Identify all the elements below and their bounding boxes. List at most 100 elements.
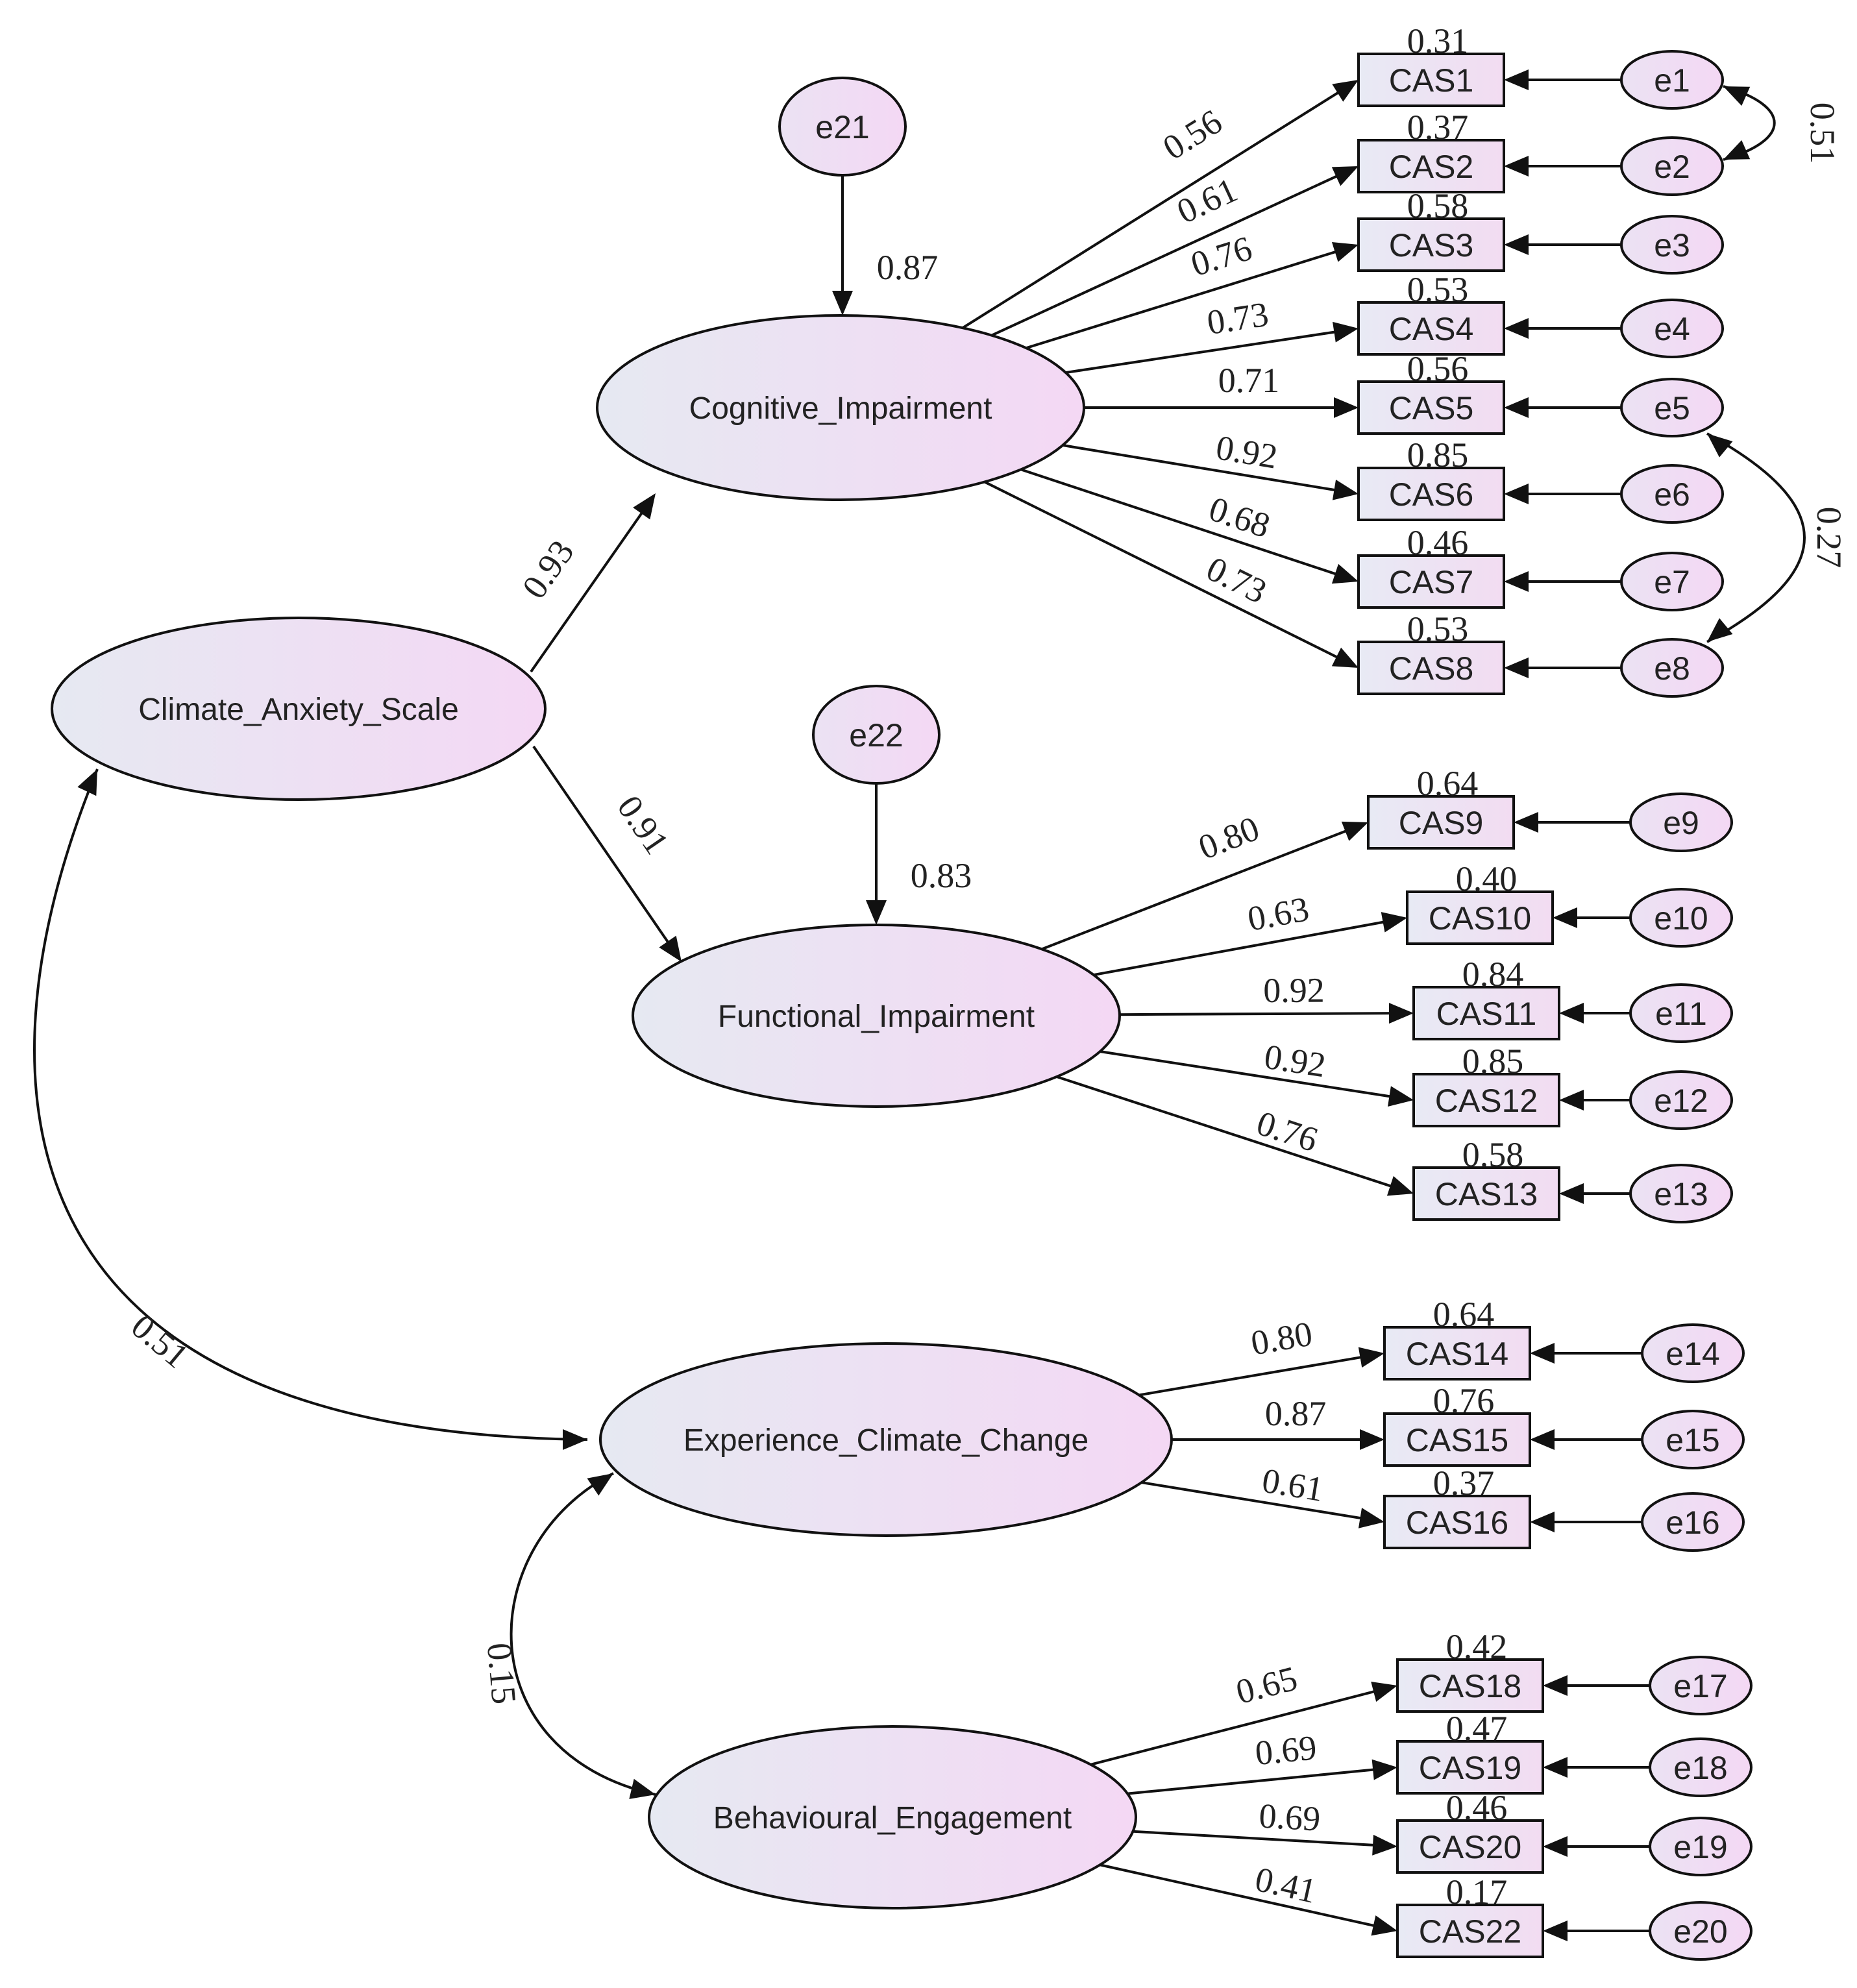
r2-CAS22: 0.17 <box>1446 1872 1508 1911</box>
indicator-CAS15-label: CAS15 <box>1406 1422 1508 1458</box>
indicator-CAS6-box <box>1357 467 1505 521</box>
loading-path-CAS7 <box>1018 467 1341 577</box>
coef-cas-cog: 0.93 <box>515 533 582 606</box>
loading-path-CAS22-head <box>1371 1915 1397 1936</box>
covariance-e1-e2-head-start <box>1723 86 1751 106</box>
error-e6-label: e6 <box>1654 476 1690 513</box>
node-layer: Climate_Anxiety_ScaleCognitive_Impairmen… <box>51 50 1752 1961</box>
loading-path-CAS4-head <box>1333 321 1359 343</box>
loading-path-CAS10 <box>1090 920 1388 977</box>
disturbance-e22 <box>812 685 941 785</box>
error-e19-label: e19 <box>1673 1829 1727 1865</box>
path-e15-to-CAS15-head <box>1530 1429 1555 1450</box>
r2-CAS16: 0.37 <box>1433 1464 1495 1503</box>
covariance-e5-e8-head-end <box>1707 618 1733 642</box>
error-e5-label: e5 <box>1654 390 1690 426</box>
r2-CAS11: 0.84 <box>1462 955 1524 994</box>
path-e6-to-CAS6-head <box>1504 484 1529 504</box>
indicator-CAS10-label: CAS10 <box>1429 900 1531 937</box>
r2-CAS14: 0.64 <box>1433 1295 1495 1334</box>
loading-path-CAS18 <box>1087 1689 1379 1767</box>
indicator-CAS22-box <box>1396 1904 1544 1958</box>
latent-cog-label: Cognitive_Impairment <box>689 391 992 426</box>
loading-path-CAS19-head <box>1371 1759 1397 1780</box>
latent-fun-ellipse <box>632 924 1121 1108</box>
path-e22-to-fun-head <box>866 900 887 925</box>
indicator-CAS22-label: CAS22 <box>1419 1913 1521 1950</box>
loading-CAS22: 0.41 <box>1251 1859 1320 1911</box>
loading-CAS6: 0.92 <box>1213 428 1280 476</box>
r2-CAS18: 0.42 <box>1446 1627 1508 1666</box>
covariance-e5-e8-head-start <box>1707 434 1733 458</box>
covariance-e1-e2-head-end <box>1723 140 1751 160</box>
coef-cov-exp-beh: 0.15 <box>480 1641 524 1706</box>
loading-CAS20: 0.69 <box>1258 1796 1322 1838</box>
loading-path-CAS12-head <box>1387 1086 1414 1107</box>
error-e17 <box>1649 1656 1752 1715</box>
indicator-CAS20-box <box>1396 1819 1544 1874</box>
loading-path-CAS7-head <box>1331 563 1359 584</box>
r2-CAS8: 0.53 <box>1407 609 1469 648</box>
latent-beh-ellipse <box>648 1725 1137 1909</box>
covariance-exp-beh-head-start <box>587 1473 613 1496</box>
indicator-CAS12-label: CAS12 <box>1435 1083 1538 1119</box>
path-e20-to-CAS22-head <box>1543 1921 1568 1941</box>
r2-CAS4: 0.53 <box>1407 270 1469 309</box>
r2-CAS15: 0.76 <box>1433 1381 1495 1420</box>
coef-cov-e5-e8: 0.27 <box>1810 507 1849 569</box>
path-e5-to-CAS5-head <box>1504 397 1529 418</box>
covariance-e5-e8 <box>1706 432 1806 643</box>
indicator-CAS8-box <box>1357 641 1505 695</box>
error-e6 <box>1620 464 1724 524</box>
indicator-CAS1-box <box>1357 53 1505 107</box>
r2-CAS20: 0.46 <box>1446 1788 1508 1827</box>
path-e16-to-CAS16-head <box>1530 1512 1555 1532</box>
loading-CAS4: 0.73 <box>1205 295 1271 342</box>
loading-CAS7: 0.68 <box>1204 489 1275 546</box>
error-e5 <box>1620 378 1724 437</box>
loading-path-CAS3 <box>1023 249 1340 350</box>
loading-path-CAS12 <box>1096 1049 1395 1099</box>
loading-path-CAS1 <box>961 89 1343 330</box>
loading-path-CAS2 <box>989 173 1342 337</box>
indicator-CAS10-box <box>1406 890 1554 945</box>
path-e3-to-CAS3-head <box>1504 234 1529 255</box>
indicator-CAS20-label: CAS20 <box>1419 1829 1521 1865</box>
latent-beh-label: Behavioural_Engagement <box>713 1801 1072 1835</box>
coef-cov-e1-e2: 0.51 <box>1803 103 1842 164</box>
error-e11-label: e11 <box>1655 996 1707 1032</box>
indicator-CAS2-box <box>1357 139 1505 193</box>
indicator-CAS6-label: CAS6 <box>1389 476 1474 513</box>
error-e13-label: e13 <box>1654 1176 1708 1212</box>
path-e19-to-CAS20-head <box>1543 1836 1568 1857</box>
loading-path-CAS5-head <box>1334 397 1359 418</box>
error-e7 <box>1620 552 1724 611</box>
loading-path-CAS22 <box>1096 1863 1379 1928</box>
error-e16-label: e16 <box>1666 1504 1719 1541</box>
path-cas-to-cog-head <box>633 493 656 520</box>
indicator-CAS4-label: CAS4 <box>1389 311 1474 347</box>
latent-fun-label: Functional_Impairment <box>718 1000 1035 1034</box>
r2-CAS5: 0.56 <box>1407 349 1469 388</box>
indicator-CAS7-box <box>1357 554 1505 609</box>
indicator-CAS9-box <box>1367 795 1515 850</box>
indicator-CAS19-label: CAS19 <box>1419 1750 1521 1786</box>
covariance-e1-e2 <box>1723 85 1776 161</box>
indicator-CAS18-label: CAS18 <box>1419 1668 1521 1704</box>
loading-path-CAS16-head <box>1358 1508 1384 1528</box>
error-e9-label: e9 <box>1663 805 1699 841</box>
error-e15-label: e15 <box>1666 1422 1719 1458</box>
error-e3-label: e3 <box>1654 227 1690 264</box>
path-e2-to-CAS2-head <box>1504 156 1529 177</box>
coef-e22: 0.83 <box>911 856 972 895</box>
path-e1-to-CAS1-head <box>1504 69 1529 90</box>
indicator-CAS15-box <box>1383 1412 1531 1467</box>
indicator-CAS18-box <box>1396 1658 1544 1713</box>
covariance-exp-beh <box>510 1472 656 1796</box>
error-e19 <box>1649 1817 1752 1876</box>
loading-CAS16: 0.61 <box>1259 1461 1326 1509</box>
indicator-CAS13-box <box>1412 1166 1560 1221</box>
edge-layer <box>33 69 1806 1941</box>
r2-CAS1: 0.31 <box>1407 21 1469 60</box>
indicator-CAS4-box <box>1357 301 1505 356</box>
